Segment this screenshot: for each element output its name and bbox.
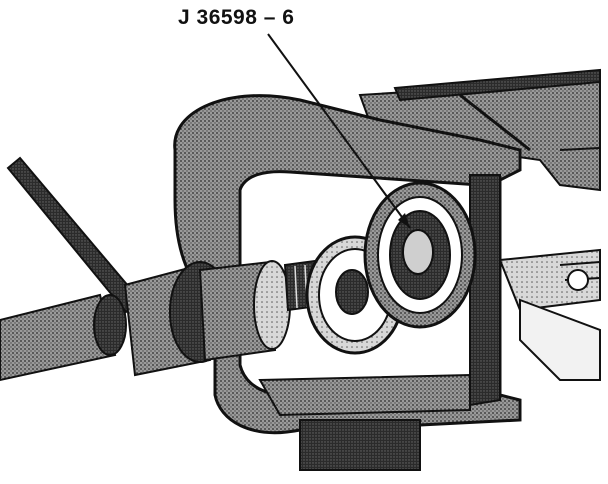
screw-handle (0, 156, 142, 382)
part-callout-label: J 36598 – 6 (178, 6, 295, 29)
bearing-seal (363, 181, 477, 329)
callout-arrowhead (398, 213, 410, 228)
callout-leader (267, 33, 411, 229)
